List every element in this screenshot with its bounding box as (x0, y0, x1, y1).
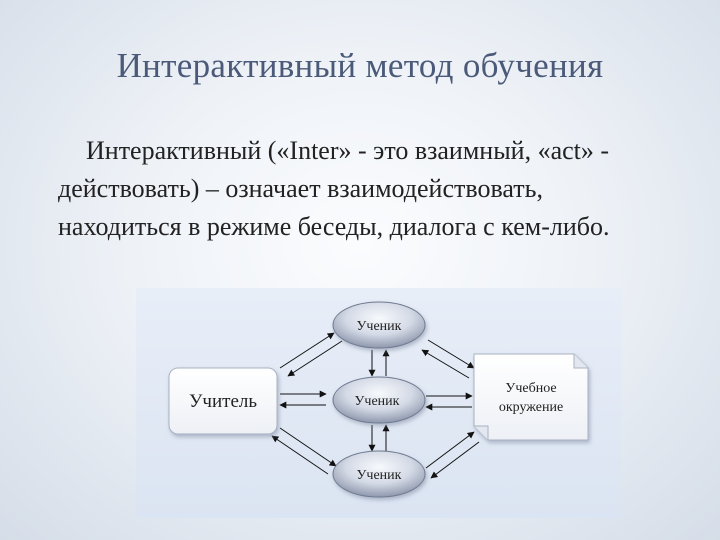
arrow-teacher-to-top (279, 332, 335, 369)
student-top-label: Ученик (357, 319, 402, 334)
arrow-bottom-to-teacher (271, 435, 329, 475)
student-middle-node: Ученик (332, 376, 426, 424)
definition-paragraph: Интерактивный («Inter» - это взаимный, «… (58, 136, 610, 241)
arrows (271, 332, 480, 479)
arrow-top-to-env (427, 339, 475, 369)
student-top-node: Ученик (332, 301, 426, 349)
environment-label-line1: Учебное (505, 381, 556, 396)
arrow-env-to-top (421, 349, 470, 379)
teacher-node: Учитель (168, 367, 278, 435)
arrow-bottom-to-env (425, 431, 475, 469)
student-bottom-node: Ученик (332, 450, 426, 498)
arrow-env-to-bottom (430, 441, 480, 479)
slide-title: Интерактивный метод обучения (116, 46, 604, 85)
interaction-diagram: Учитель Ученик Ученик Ученик Учебное окр… (136, 288, 622, 518)
diagram-canvas: Учитель Ученик Ученик Ученик Учебное окр… (168, 301, 589, 498)
student-middle-label: Ученик (355, 394, 400, 409)
environment-label-line2: окружение (499, 400, 563, 415)
arrow-teacher-to-bottom (279, 427, 337, 467)
arrow-top-to-teacher (287, 340, 343, 377)
environment-node: Учебное окружение (473, 353, 589, 441)
student-bottom-label: Ученик (357, 468, 402, 483)
teacher-label: Учитель (189, 391, 257, 412)
